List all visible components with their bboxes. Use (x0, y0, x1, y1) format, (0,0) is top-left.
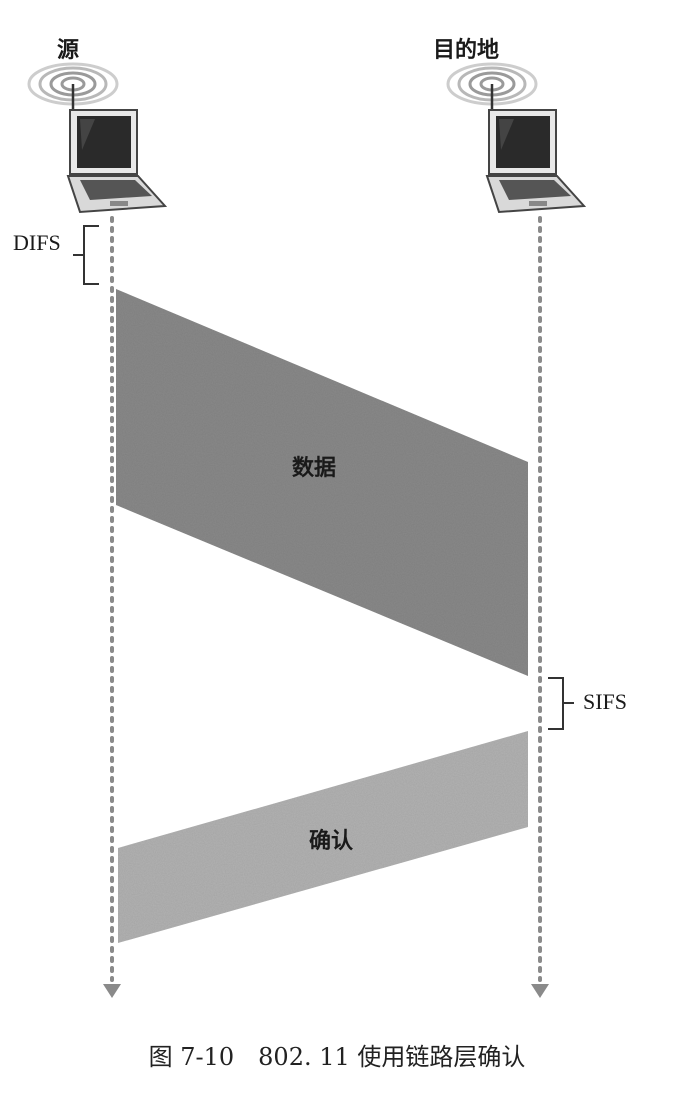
sifs-bracket (548, 677, 564, 730)
source-label: 源 (57, 38, 80, 63)
sifs-label: SIFS (583, 689, 628, 714)
destination-label: 目的地 (433, 38, 500, 63)
destination-timeline-arrow-icon (531, 984, 549, 998)
data-frame-label: 数据 (292, 456, 337, 481)
ack-frame-label: 确认 (309, 829, 354, 854)
destination-laptop-icon (446, 62, 587, 214)
source-timeline-arrow-icon (103, 984, 121, 998)
figure-caption: 图 7-10 802. 11 使用链路层确认 (148, 1043, 526, 1071)
difs-bracket (83, 225, 99, 285)
data-frame (116, 289, 528, 676)
ack-frame (118, 731, 528, 943)
difs-label: DIFS (13, 230, 61, 255)
source-laptop-icon (27, 62, 168, 214)
